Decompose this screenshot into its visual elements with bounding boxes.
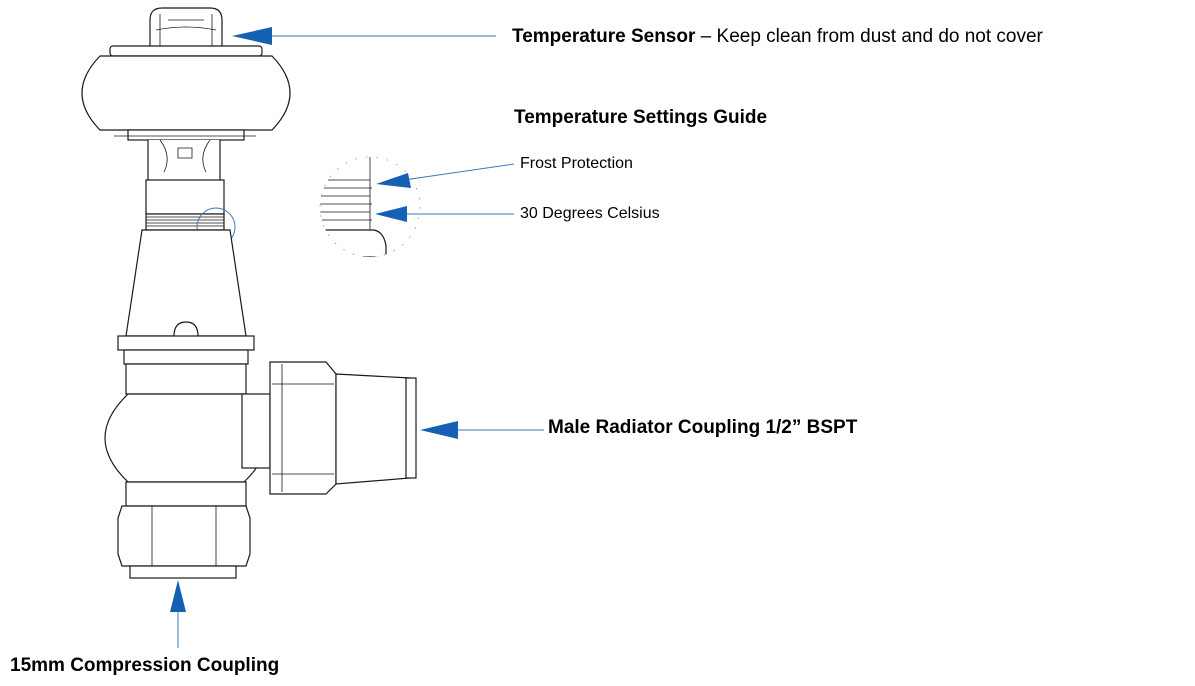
temperature-sensor-label: Temperature Sensor – Keep clean from dus… <box>512 27 1043 46</box>
valve-knob <box>81 45 291 141</box>
arrow-male-coupling <box>420 421 544 439</box>
radiator-coupling <box>241 361 417 495</box>
temperature-sensor-title: Temperature Sensor <box>512 26 696 47</box>
arrow-temperature-sensor <box>232 27 496 45</box>
arrow-thirty-degrees <box>375 206 514 222</box>
valve-neck <box>145 139 225 231</box>
valve-ball-body <box>104 363 268 507</box>
compression-nut <box>117 505 251 579</box>
male-coupling-label: Male Radiator Coupling 1/2” BSPT <box>548 417 858 438</box>
frost-protection-label: Frost Protection <box>520 155 633 172</box>
thirty-degrees-label: 30 Degrees Celsius <box>520 205 660 222</box>
valve-tapered-body <box>117 229 255 365</box>
temperature-sensor-note: – Keep clean from dust and do not cover <box>695 26 1043 47</box>
arrow-frost-protection <box>376 163 515 188</box>
compression-coupling-label: 15mm Compression Coupling <box>10 655 280 676</box>
arrow-compression-coupling <box>170 580 186 648</box>
settings-guide-heading: Temperature Settings Guide <box>514 107 768 128</box>
valve-sensor-cap <box>149 7 223 53</box>
